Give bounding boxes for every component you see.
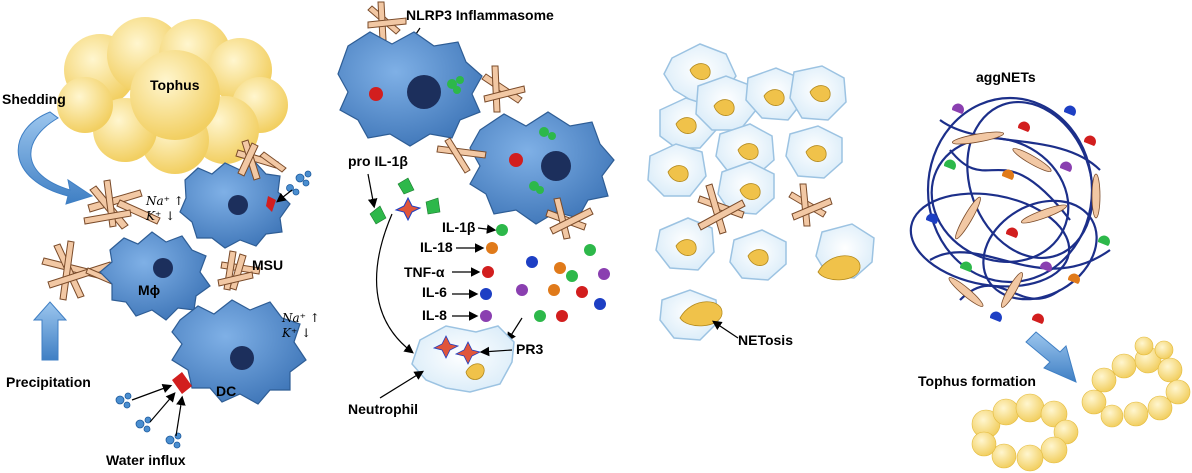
inflammasome-cell-lower (469, 111, 615, 225)
cytokine-cloud (516, 244, 610, 322)
msu-crystal-cluster (481, 65, 526, 113)
dna-coils (667, 63, 861, 327)
msu-crystal-cluster (697, 183, 833, 235)
ion-k-lower: K⁺ ↓ (281, 326, 311, 340)
water-arrow (175, 395, 186, 437)
msu-crystal-cluster (41, 240, 117, 301)
water-arrow (149, 392, 176, 423)
tophus-label: Tophus (150, 77, 200, 93)
msu-crystal-cluster (217, 250, 261, 291)
aggnets-label: aggNETs (976, 69, 1036, 85)
tophus-cloud (57, 17, 288, 174)
tophus-bubbles (971, 336, 1191, 472)
neutrophil-arrow (379, 370, 425, 399)
panel-inflammasome: NLRP3 Inflammasome (337, 1, 615, 417)
aggnets-crystals (948, 131, 1101, 308)
dendritic-cell (171, 299, 307, 405)
cytokine-label-il1b: IL-1β (442, 219, 476, 235)
green-ball-icon (496, 224, 508, 236)
panel-aggnets: aggNETs (909, 69, 1191, 472)
purple-ball-icon (480, 310, 492, 322)
activated-cell (179, 161, 291, 249)
aggnets-web (909, 96, 1111, 301)
inflammasome-cell-upper (337, 31, 483, 147)
shedding-arrow (17, 111, 94, 205)
netosis-label: NETosis (738, 332, 793, 348)
pr3-arrow (479, 346, 513, 357)
netosis-arrow (712, 320, 739, 339)
msu-crystal-cluster (83, 179, 161, 230)
panel-netosis: NETosis (647, 43, 875, 348)
precipitation-label: Precipitation (6, 374, 91, 390)
water-influx-label: Water influx (106, 452, 186, 468)
ion-na-upper: Na⁺ ↑ (145, 194, 184, 208)
tophus-formation-arrow (1025, 331, 1077, 383)
water-arrow (276, 189, 293, 203)
msu-crystal-cluster (367, 1, 407, 41)
msu-crystal-cluster (436, 137, 594, 240)
blue-ball-icon (480, 288, 492, 300)
water-arrow (131, 383, 173, 401)
macrophage-label: Mϕ (138, 282, 160, 298)
ion-na-lower: Na⁺ ↑ (281, 311, 320, 325)
water-molecules (286, 170, 312, 196)
red-ball-icon (482, 266, 494, 278)
cytokine-label-il8: IL-8 (422, 307, 447, 323)
pro-il1b-arrow (367, 173, 378, 209)
cytokine-arrow (477, 224, 497, 234)
msu-crystal-cluster (235, 139, 287, 181)
macrophage-cell (99, 231, 211, 321)
dc-label: DC (216, 383, 236, 399)
precipitation-arrow (32, 301, 68, 361)
panel-msu-crystals: Tophus Shedding Na⁺ ↑ (2, 17, 320, 468)
ion-k-upper: K⁺ ↓ (145, 209, 175, 223)
cytokine-label-il18: IL-18 (420, 239, 453, 255)
tophus-formation-label: Tophus formation (918, 373, 1036, 389)
orange-ball-icon (486, 242, 498, 254)
cytokine-label-tnf: TNF-α (404, 264, 445, 280)
pr3-release-arrow (506, 317, 523, 343)
neutrophil-cell (411, 325, 515, 393)
pr3-label: PR3 (516, 341, 543, 357)
pro-il1b-complex (369, 177, 441, 225)
shedding-label: Shedding (2, 91, 66, 107)
inflammasome-label: NLRP3 Inflammasome (406, 7, 554, 23)
msu-label: MSU (252, 257, 283, 273)
feedback-arrow (376, 213, 414, 354)
neutrophil-label: Neutrophil (348, 401, 418, 417)
pro-il1b-label: pro IL-1β (348, 153, 408, 169)
netting-neutrophils (647, 43, 875, 341)
aggnets-proteins (925, 103, 1110, 324)
water-molecules (115, 392, 182, 449)
cytokine-label-il6: IL-6 (422, 284, 447, 300)
